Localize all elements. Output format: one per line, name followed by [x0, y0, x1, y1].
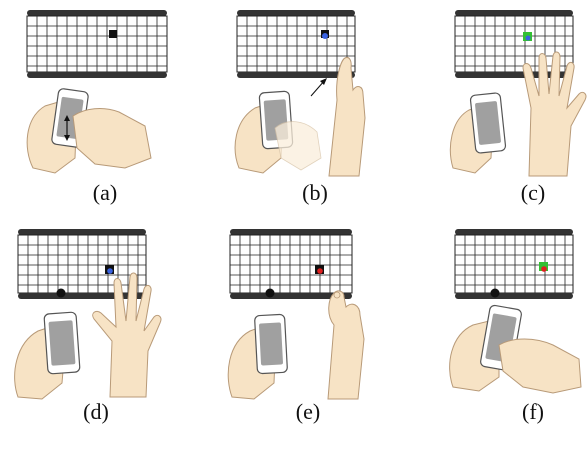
- display-bezel-top: [27, 10, 167, 16]
- panel-d: (d): [6, 227, 186, 432]
- panel-a: (a): [15, 8, 195, 213]
- display-grid: [229, 229, 353, 299]
- target-square: [109, 30, 117, 38]
- caption-f: (f): [522, 399, 544, 424]
- display-grid: [17, 229, 147, 299]
- display-bezel-bottom: [27, 72, 167, 78]
- panel-b: (b): [225, 8, 405, 213]
- object-dot-black: [490, 288, 500, 298]
- hands-open: [449, 51, 587, 177]
- panel-c: (c): [443, 8, 587, 213]
- panel-f: (f): [443, 227, 587, 432]
- display-grid: [26, 10, 168, 78]
- caption-a: (a): [92, 180, 118, 205]
- hands-open: [14, 272, 162, 400]
- illustration-e: [227, 229, 365, 400]
- illustration-f: [449, 229, 582, 394]
- cursor-dot-red: [317, 268, 323, 274]
- hands-pinch: [227, 290, 365, 400]
- display-grid: [236, 10, 356, 78]
- illustration-a: [26, 10, 168, 174]
- illustration-c: [449, 10, 587, 177]
- object-dot-black: [56, 288, 66, 298]
- caption-e: (e): [295, 399, 321, 424]
- caption-d: (d): [83, 399, 109, 424]
- two-hands-with-phone: [26, 88, 152, 174]
- caption-b: (b): [302, 180, 328, 205]
- panel-e: (e): [218, 227, 398, 432]
- illustration-b: [234, 10, 366, 177]
- cursor-dot-blue: [107, 268, 113, 274]
- display-grid: [454, 229, 574, 299]
- cursor-dot-blue: [525, 35, 531, 41]
- hands-pointing: [234, 57, 366, 177]
- object-dot-black: [265, 288, 275, 298]
- caption-c: (c): [520, 180, 546, 205]
- cursor-dot-blue: [322, 33, 328, 39]
- cursor-dot-red: [541, 266, 547, 272]
- illustration-d: [14, 229, 162, 400]
- two-hands-with-phone: [449, 304, 582, 394]
